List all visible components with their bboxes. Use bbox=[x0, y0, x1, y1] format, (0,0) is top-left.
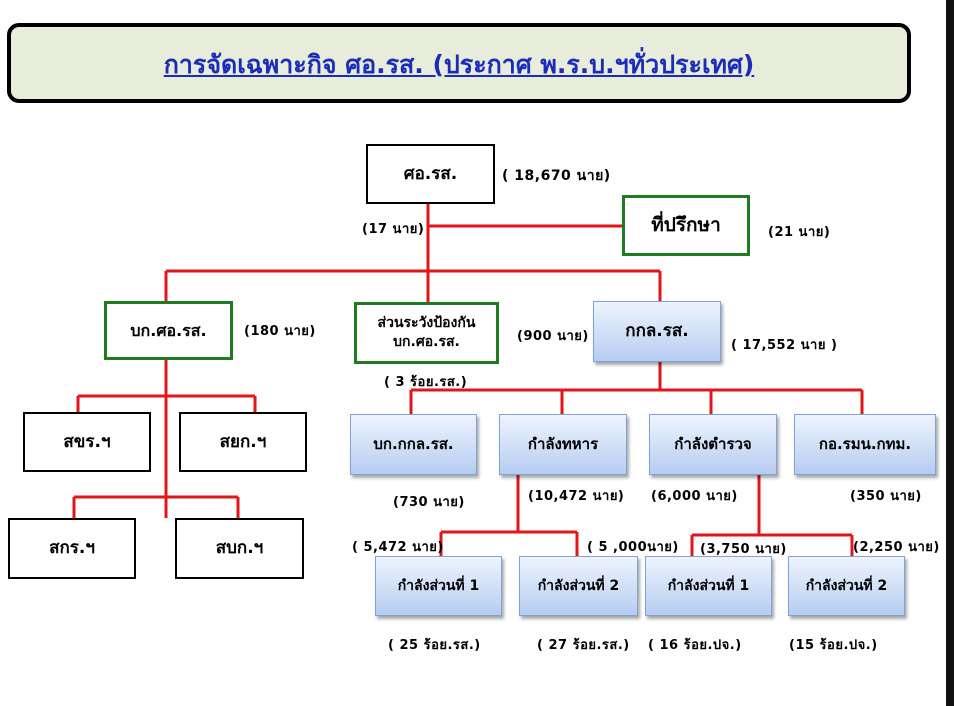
node-military: กำลังทหาร bbox=[499, 414, 627, 475]
node-skr: สกร.ฯ bbox=[8, 518, 136, 579]
label-pol-unit1-companies: ( 16 ร้อย.ปจ.) bbox=[648, 638, 742, 653]
label-ko-rmn-count: (350 นาย) bbox=[850, 489, 922, 504]
title-banner: การจัดเฉพาะกิจ ศอ.รส. (ประกาศ พ.ร.บ.ฯทั่… bbox=[7, 23, 911, 103]
label-pol-unit2-count: (2,250 นาย) bbox=[853, 540, 940, 555]
label-mil-unit1-companies: ( 25 ร้อย.รส.) bbox=[388, 638, 481, 653]
node-mil-unit2: กำลังส่วนที่ 2 bbox=[519, 556, 638, 616]
node-bk-kkl-rs: บก.กกล.รส. bbox=[350, 414, 477, 475]
node-protection-line1: ส่วนระวังป้องกัน bbox=[377, 315, 476, 332]
label-police-count: (6,000 นาย) bbox=[651, 489, 738, 504]
node-ko-rmn: กอ.รมน.กทม. bbox=[794, 414, 936, 475]
node-police: กำลังตำรวจ bbox=[649, 414, 777, 475]
node-kkl-rs: กกล.รส. bbox=[593, 301, 721, 362]
label-bk-kkl-count: (730 นาย) bbox=[393, 495, 465, 510]
label-advisor-count: (21 นาย) bbox=[768, 225, 831, 240]
label-kkl-left: (900 นาย) bbox=[517, 329, 589, 344]
node-skhr: สขร.ฯ bbox=[23, 412, 151, 472]
label-mil-unit2-companies: ( 27 ร้อย.รส.) bbox=[537, 638, 630, 653]
node-so-rs: ศอ.รส. bbox=[366, 144, 495, 204]
node-advisor: ที่ปรึกษา bbox=[622, 195, 750, 256]
label-mil-unit2-count: ( 5 ,000นาย) bbox=[587, 540, 679, 555]
label-military-count: (10,472 นาย) bbox=[528, 489, 625, 504]
label-kkl-right: ( 17,552 นาย ) bbox=[731, 338, 838, 353]
node-protection-line2: บก.ศอ.รส. bbox=[393, 334, 460, 350]
node-protection: ส่วนระวังป้องกัน บก.ศอ.รส. bbox=[354, 302, 499, 364]
node-sbk: สบก.ฯ bbox=[175, 518, 304, 579]
label-bk-so-rs-count: (180 นาย) bbox=[244, 324, 316, 339]
right-edge-bar bbox=[946, 0, 954, 706]
page-title: การจัดเฉพาะกิจ ศอ.รส. (ประกาศ พ.ร.บ.ฯทั่… bbox=[163, 50, 755, 79]
node-pol-unit2: กำลังส่วนที่ 2 bbox=[788, 556, 905, 616]
label-so-rs-staff: (17 นาย) bbox=[362, 222, 425, 237]
label-protection-unit: ( 3 ร้อย.รส.) bbox=[384, 375, 468, 390]
node-syk: สยก.ฯ bbox=[179, 412, 307, 472]
label-pol-unit1-count: (3,750 นาย) bbox=[700, 542, 787, 557]
label-pol-unit2-companies: (15 ร้อย.ปจ.) bbox=[789, 638, 878, 653]
node-bk-so-rs: บก.ศอ.รส. bbox=[104, 301, 233, 360]
node-mil-unit1: กำลังส่วนที่ 1 bbox=[375, 556, 502, 616]
label-mil-unit1-count: ( 5,472 นาย) bbox=[352, 540, 444, 555]
label-so-rs-count: ( 18,670 นาย) bbox=[502, 168, 611, 184]
node-pol-unit1: กำลังส่วนที่ 1 bbox=[645, 556, 772, 616]
